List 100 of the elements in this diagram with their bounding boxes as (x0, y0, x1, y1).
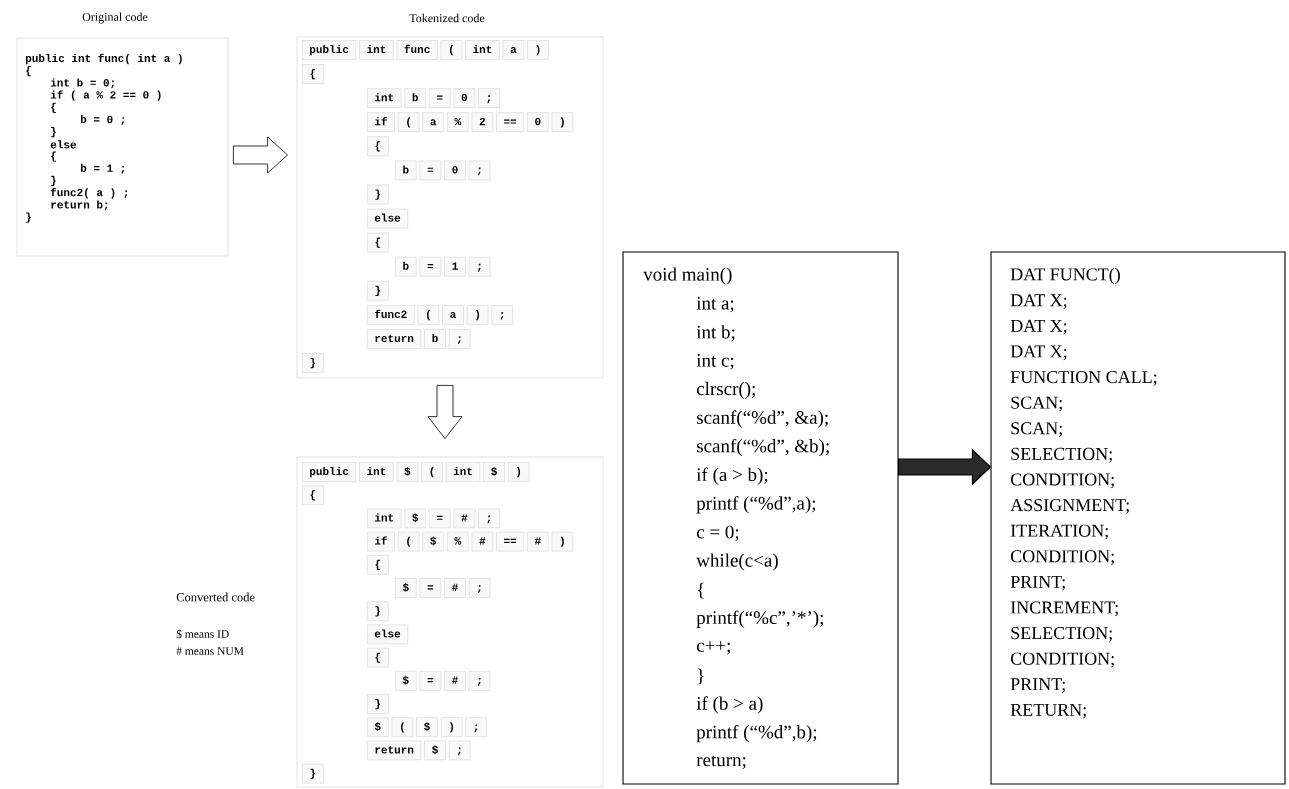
token-box: # (527, 531, 549, 552)
text-box: DAT FUNCT() DAT X; DAT X; DAT X; FUNCTION CALL; SCAN; SCAN; SELECTION; CONDITION; ASSIGNMENT; ITERATION; CONDITION; PRINT; INCREMENT; SELECTION; CONDITION; PRINT; RETURN; (990, 251, 1286, 785)
token-box: int (367, 508, 402, 529)
block-arrow (233, 136, 288, 174)
token-box: 0 (453, 88, 476, 108)
token-box: ; (448, 740, 471, 761)
token-box: ; (468, 578, 491, 598)
token-box: ) (551, 531, 574, 552)
token-box: $ (422, 531, 444, 552)
token-box: $ (483, 462, 505, 482)
token-box: return (367, 740, 422, 761)
node-label: b = 1 ; (80, 163, 125, 174)
token-box: public (302, 462, 357, 482)
node-label: public int func( int a ) (25, 53, 182, 65)
token-box: } (302, 763, 324, 784)
token-box: 2 (471, 112, 494, 132)
token-box: $ (395, 578, 417, 598)
token-box: $ (404, 508, 426, 529)
token-box: } (367, 281, 389, 301)
block-arrow (897, 448, 992, 486)
token-box: ( (397, 112, 420, 132)
token-box: ; (468, 256, 491, 277)
token-box: } (302, 353, 324, 373)
token-box: b (424, 329, 446, 349)
token-box: == (496, 112, 524, 132)
code-box: void main() int a; int b; int c; clrscr(); scanf(“%d”, &a); scanf(“%d”, &b); if (a > b); printf (“%d”,a); c = 0; while(c<a) { printf(“%c”,’*’); c++; } if (b > a) printf (“%d”,b); return; (622, 251, 899, 785)
node-label: { (51, 151, 56, 162)
token-box: $ (395, 671, 417, 691)
token-box: == (496, 531, 524, 552)
token-box: = (419, 671, 442, 691)
token-box: 1 (444, 256, 466, 277)
code-box: public int func( int a ) { int b = 0; if ( a % 2 == 0 ) { b = 0 ; } else { b = 1 ; } func2( a ) ; return b; } (16, 37, 229, 257)
token-box: ( (417, 305, 440, 325)
token-box: else (367, 624, 408, 645)
token-box: } (367, 184, 389, 205)
token-box: { (367, 647, 389, 668)
node-label: } (51, 127, 56, 138)
panel-title: Original code (82, 12, 148, 24)
token-box: { (302, 485, 324, 505)
node-label: { (51, 102, 56, 113)
token-box: = (429, 88, 451, 108)
token-box: else (367, 208, 408, 229)
token-box: { (367, 232, 389, 253)
token-box: ( (391, 717, 414, 737)
token-box: func2 (367, 305, 415, 325)
token-box: if (367, 112, 395, 132)
token-box: ( (397, 531, 420, 552)
token-box: a (502, 40, 525, 60)
token-box: } (367, 601, 389, 621)
side-caption: Converted code (176, 592, 255, 602)
token-box: # (444, 578, 466, 598)
node-label: else (50, 140, 77, 149)
note-text: # means NUM (176, 647, 244, 655)
token-box: ; (468, 671, 491, 691)
token-box: return (367, 329, 422, 349)
token-box: # (471, 531, 494, 552)
token-box: ; (491, 305, 513, 325)
token-box: 0 (527, 112, 549, 132)
node-label: } (51, 175, 56, 187)
node-label: func2( a ) ; (50, 187, 128, 199)
token-box: 0 (444, 160, 466, 181)
token-box: { (367, 555, 389, 575)
token-box: ; (478, 508, 500, 529)
token-box: } (367, 694, 389, 714)
token-box: $ (416, 717, 438, 737)
token-box: { (302, 64, 324, 84)
token-box: a (422, 112, 444, 132)
token-box: int (359, 40, 394, 60)
node-label: { (26, 66, 31, 77)
token-box: ) (551, 112, 574, 132)
token-box: $ (367, 717, 389, 737)
token-box: # (444, 671, 466, 691)
token-box: $ (424, 740, 446, 761)
token-box: int (367, 88, 402, 108)
token-box: % (447, 531, 469, 552)
token-box: ( (421, 462, 443, 482)
token-box: = (419, 160, 442, 181)
token-box: = (429, 508, 451, 529)
node-label: int b = 0; (50, 78, 114, 89)
token-box: # (453, 508, 476, 529)
token-box: ; (465, 717, 487, 737)
node-label: return b; (51, 200, 108, 211)
token-box: b (395, 160, 417, 181)
token-box: int (445, 462, 481, 482)
token-box: ) (507, 462, 530, 482)
token-box: ; (478, 88, 500, 108)
token-box: a (442, 305, 464, 325)
node-label: } (26, 212, 31, 223)
token-box: func (396, 40, 438, 60)
token-box: = (419, 256, 442, 277)
token-box: % (447, 112, 469, 132)
panel-title: Tokenized code (409, 13, 485, 23)
token-box: ) (527, 40, 549, 60)
token-box: = (419, 578, 442, 598)
token-box: ; (468, 160, 491, 181)
token-box: b (395, 256, 417, 277)
block-arrow (427, 385, 463, 439)
token-box: int (359, 462, 394, 482)
note-text: $ means ID (176, 629, 229, 639)
token-box: { (367, 136, 389, 157)
